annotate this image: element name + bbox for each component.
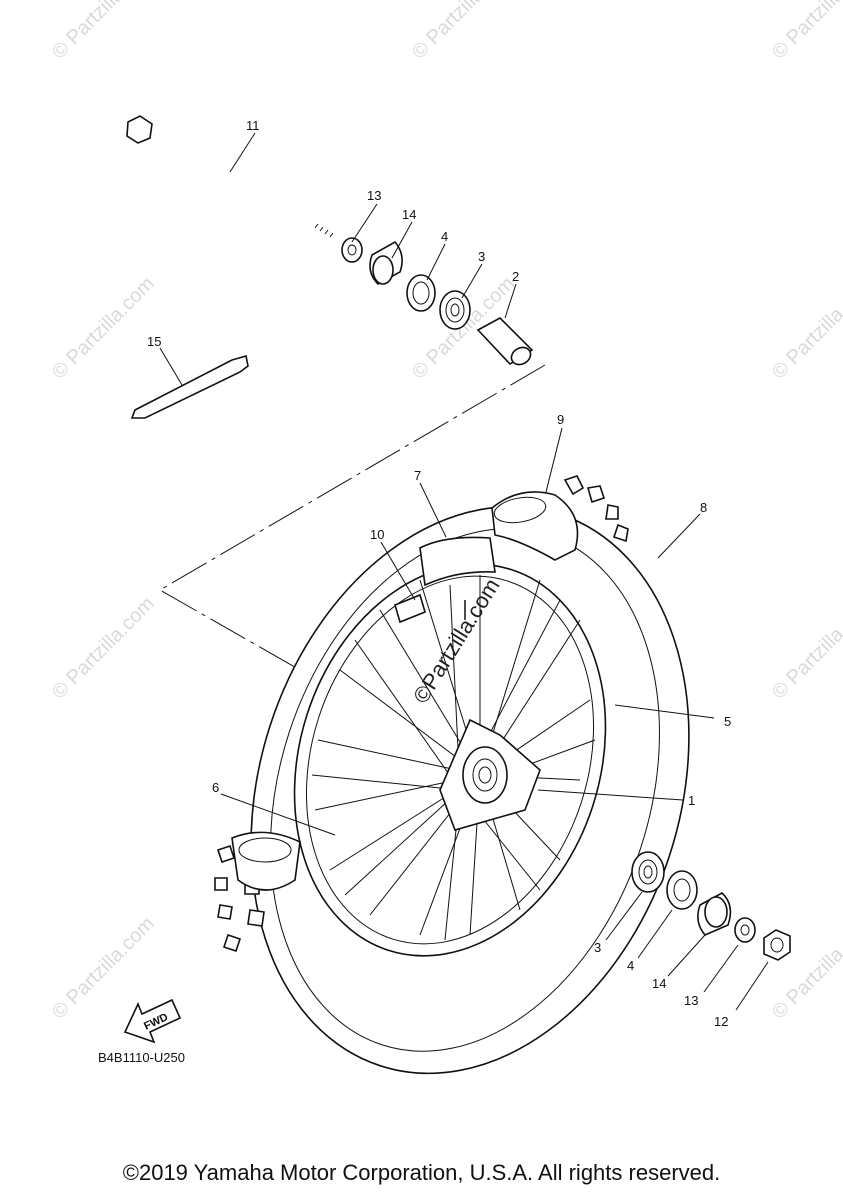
- collar-bottom: [697, 892, 732, 936]
- callout-14-lower: 14: [652, 976, 666, 991]
- axle-nut: [763, 929, 791, 961]
- callout-3: 3: [478, 249, 485, 264]
- callout-14: 14: [402, 207, 416, 222]
- spacer: [476, 317, 534, 366]
- callout-15: 15: [147, 334, 161, 349]
- watermark: © Partzilla.com: [48, 593, 159, 704]
- hub: [439, 718, 541, 831]
- watermark: © Partzilla.com: [768, 0, 843, 64]
- watermark: © Partzilla.com: [48, 913, 159, 1024]
- callout-13: 13: [367, 188, 381, 203]
- callouts: 11 13 14 4 3 2 15 9 7 8 10 5 6 1 3 4 14 …: [147, 118, 731, 1029]
- callout-13-lower: 13: [684, 993, 698, 1008]
- callout-4: 4: [441, 229, 448, 244]
- callout-7: 7: [414, 468, 421, 483]
- assembly-guide-line: [159, 364, 546, 671]
- callout-2: 2: [512, 269, 519, 284]
- bearing-bottom: [631, 851, 665, 893]
- watermark: © Partzilla.com: [768, 913, 843, 1024]
- diagram-code: B4B1110-U250: [98, 1050, 185, 1065]
- front-axle: [126, 115, 334, 239]
- washer-bottom: [734, 917, 756, 943]
- leader-lines: [159, 132, 769, 1011]
- rim-band: [419, 536, 496, 587]
- callout-5: 5: [724, 714, 731, 729]
- callout-6: 6: [212, 780, 219, 795]
- washer-top: [341, 237, 363, 263]
- watermark: © Partzilla.com: [48, 273, 159, 384]
- watermark: © Partzilla.com: [768, 593, 843, 704]
- bearing-top: [439, 290, 471, 330]
- oil-seal-top: [406, 274, 436, 312]
- callout-12: 12: [714, 1014, 728, 1029]
- watermark: © Partzilla.com: [48, 0, 159, 64]
- callout-3-lower: 3: [594, 940, 601, 955]
- callout-8: 8: [700, 500, 707, 515]
- tire-insert-lower: [231, 831, 301, 891]
- callout-4-lower: 4: [627, 958, 634, 973]
- spoke-wrench: [130, 354, 249, 419]
- watermark: © Partzilla.com: [408, 0, 519, 64]
- forward-arrow-icon: FWD: [123, 998, 182, 1044]
- watermark: © Partzilla.com: [768, 273, 843, 384]
- collar-top: [369, 240, 403, 285]
- callout-10: 10: [370, 527, 384, 542]
- tube-protector: [491, 491, 579, 561]
- rim-lock: [394, 593, 426, 624]
- callout-11: 11: [246, 118, 260, 133]
- copyright-notice: ©2019 Yamaha Motor Corporation, U.S.A. A…: [122, 1160, 721, 1185]
- oil-seal-bottom: [666, 870, 698, 910]
- callout-1: 1: [688, 793, 695, 808]
- callout-9: 9: [557, 412, 564, 427]
